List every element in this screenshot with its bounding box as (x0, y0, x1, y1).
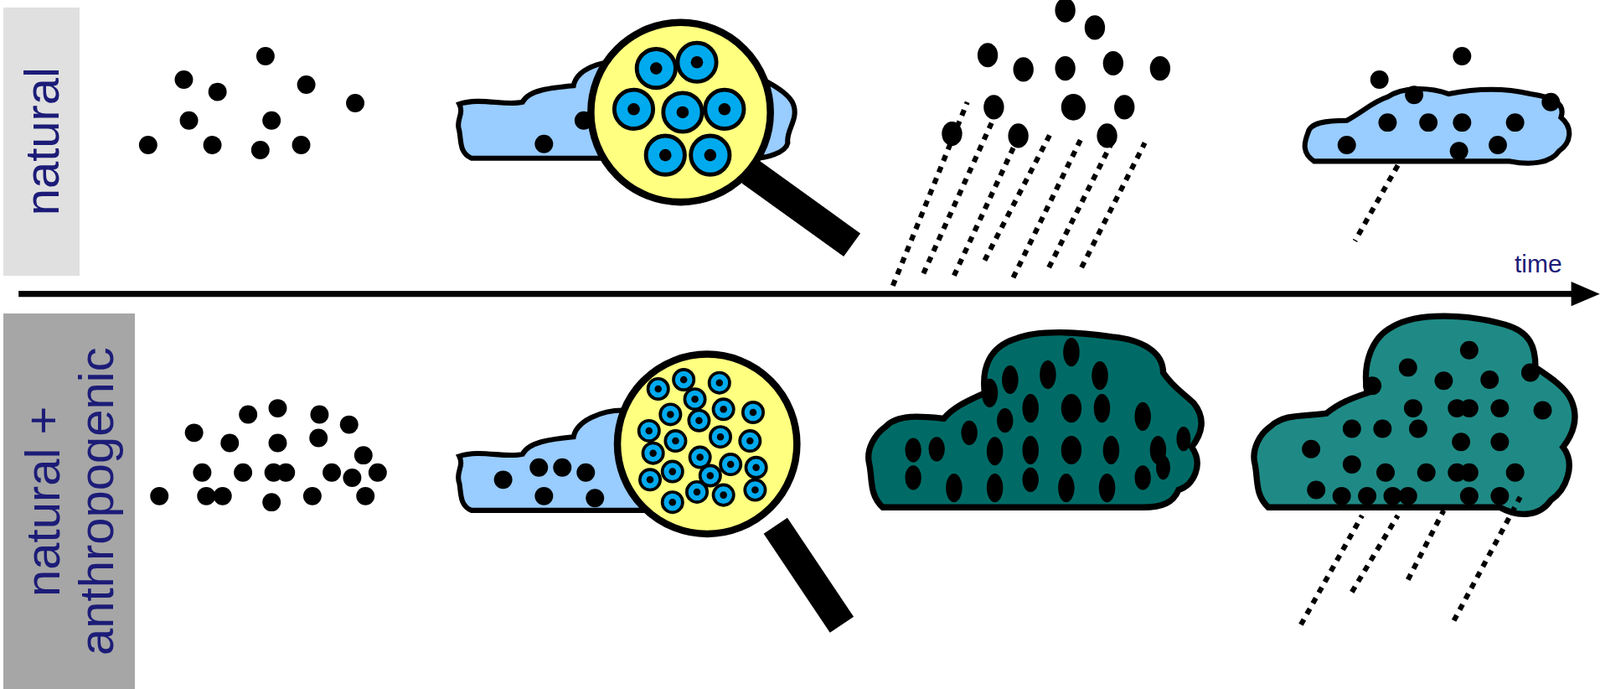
axis-label: time (1514, 249, 1563, 279)
row-label: natural + anthropogenic (15, 317, 124, 685)
row-label: natural (15, 67, 69, 216)
side-label-band: natural + anthropogenic (3, 313, 135, 689)
side-label-band: natural (3, 7, 80, 276)
